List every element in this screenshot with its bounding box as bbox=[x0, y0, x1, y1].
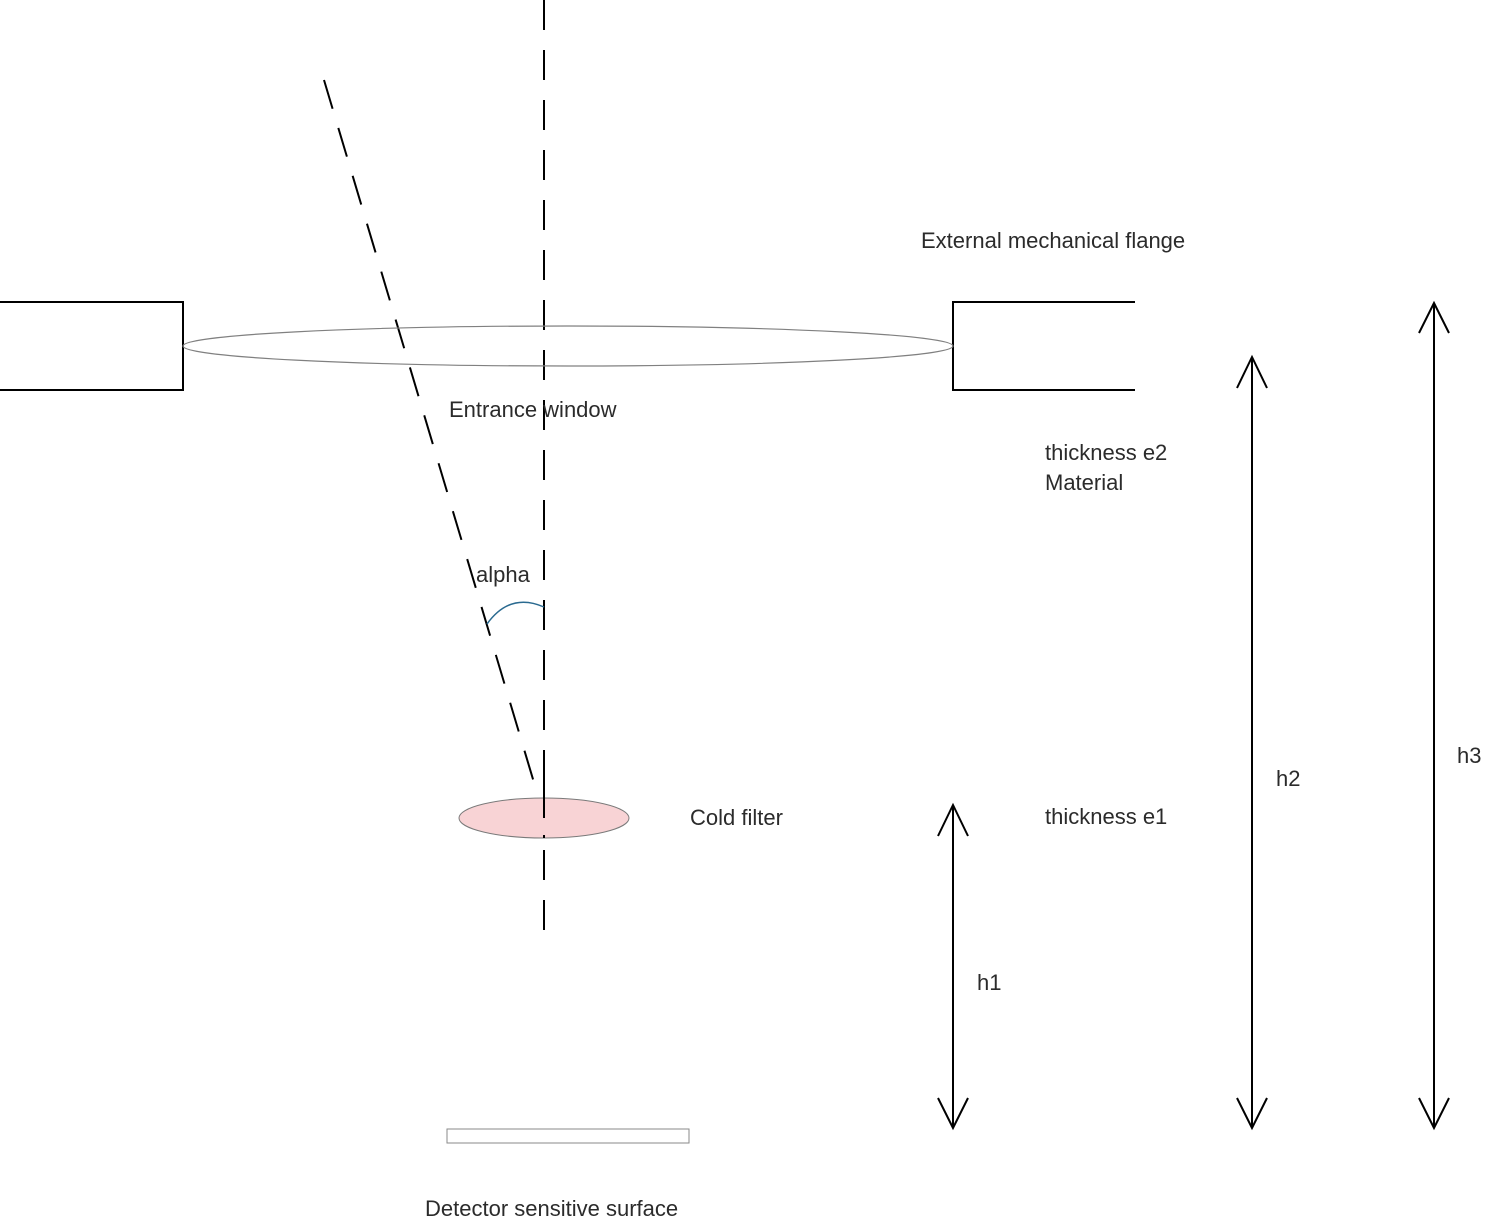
flange-right bbox=[952, 301, 1135, 391]
h1-label: h1 bbox=[977, 970, 1002, 995]
thickness-e1-label: thickness e1 bbox=[1045, 804, 1168, 829]
h1-dimension-arrow bbox=[937, 802, 969, 1131]
h3-dimension-arrow bbox=[1418, 300, 1450, 1131]
flange-left bbox=[0, 301, 184, 391]
thickness-e2-label: thickness e2 bbox=[1045, 440, 1168, 465]
detector-label: Detector sensitive surface bbox=[425, 1196, 679, 1221]
entrance-window-label: Entrance window bbox=[449, 397, 617, 422]
detector-surface bbox=[446, 1128, 690, 1144]
h2-label: h2 bbox=[1276, 766, 1301, 791]
entrance-window bbox=[182, 325, 954, 367]
alpha-angle-arc bbox=[486, 601, 545, 625]
material-label: Material bbox=[1045, 470, 1124, 495]
h2-dimension-arrow bbox=[1236, 354, 1268, 1131]
flange-label: External mechanical flange bbox=[921, 228, 1186, 253]
h3-label: h3 bbox=[1457, 743, 1482, 768]
alpha-label: alpha bbox=[476, 562, 530, 587]
cold-filter-label: Cold filter bbox=[690, 805, 783, 830]
oblique-ray bbox=[323, 79, 542, 807]
